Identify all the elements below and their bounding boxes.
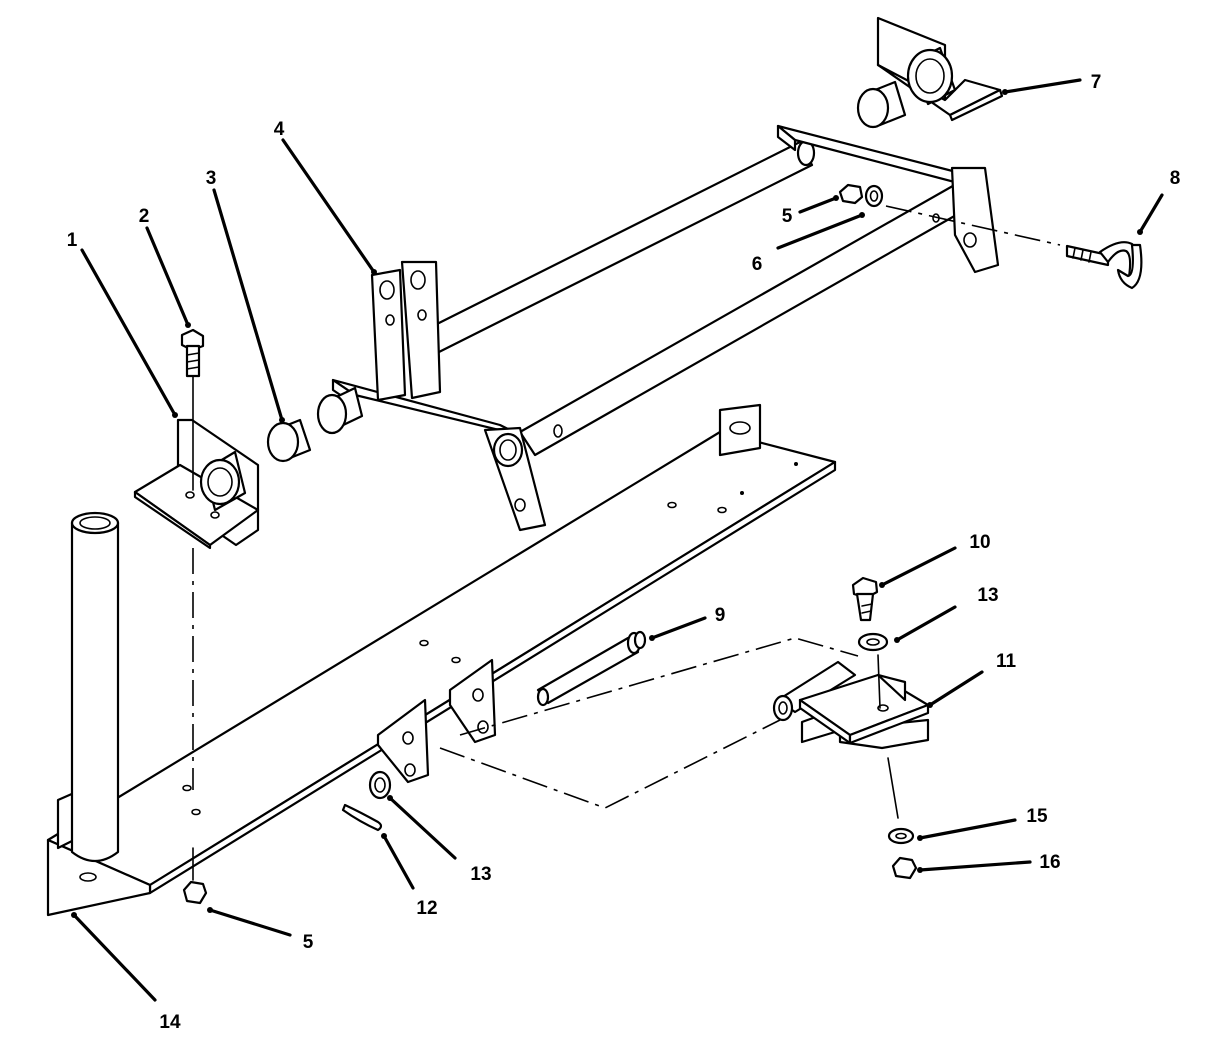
callout-16: 16	[1039, 852, 1060, 873]
vertical-post	[70, 511, 120, 863]
nut-washer-upper	[838, 183, 884, 208]
bolt-left	[180, 328, 205, 491]
callout-7: 7	[1091, 72, 1102, 93]
washer-cotter-pin	[341, 770, 392, 832]
nut-lower	[182, 847, 208, 905]
callout-8: 8	[1170, 168, 1181, 189]
callout-5-lower: 5	[303, 932, 314, 953]
pivot-frame-assembly	[316, 124, 1000, 532]
callout-9: 9	[715, 605, 726, 626]
callout-1: 1	[67, 230, 78, 251]
frame-hinge-brackets	[376, 658, 497, 784]
callout-12: 12	[416, 898, 437, 919]
bolt-right	[851, 576, 889, 709]
clamp-bracket	[772, 660, 930, 750]
bushing-right	[856, 80, 907, 129]
callout-5-upper: 5	[782, 206, 793, 227]
callout-2: 2	[139, 206, 150, 227]
callout-4: 4	[274, 119, 285, 140]
right-bearing-bracket	[876, 16, 1004, 122]
callout-13-upper: 13	[977, 585, 998, 606]
left-bearing-bracket	[133, 418, 260, 550]
leader-lines	[71, 78, 1164, 1002]
hinge-pin	[536, 630, 647, 707]
eye-bolt	[885, 205, 1143, 290]
callout-15: 15	[1026, 806, 1048, 827]
washer-nut-lower	[887, 757, 918, 880]
callout-14: 14	[159, 1012, 181, 1033]
callout-labels: 1 2 3 4 5 6 7 8 9 10 13 11 15 16 13 12 5…	[67, 72, 1181, 1033]
callout-10: 10	[969, 532, 990, 553]
callout-13-lower: 13	[470, 864, 491, 885]
callout-3: 3	[206, 168, 217, 189]
callout-6: 6	[752, 254, 763, 275]
bushing-left	[266, 418, 312, 463]
assembly-centerlines	[192, 548, 859, 809]
callout-11: 11	[996, 651, 1017, 672]
